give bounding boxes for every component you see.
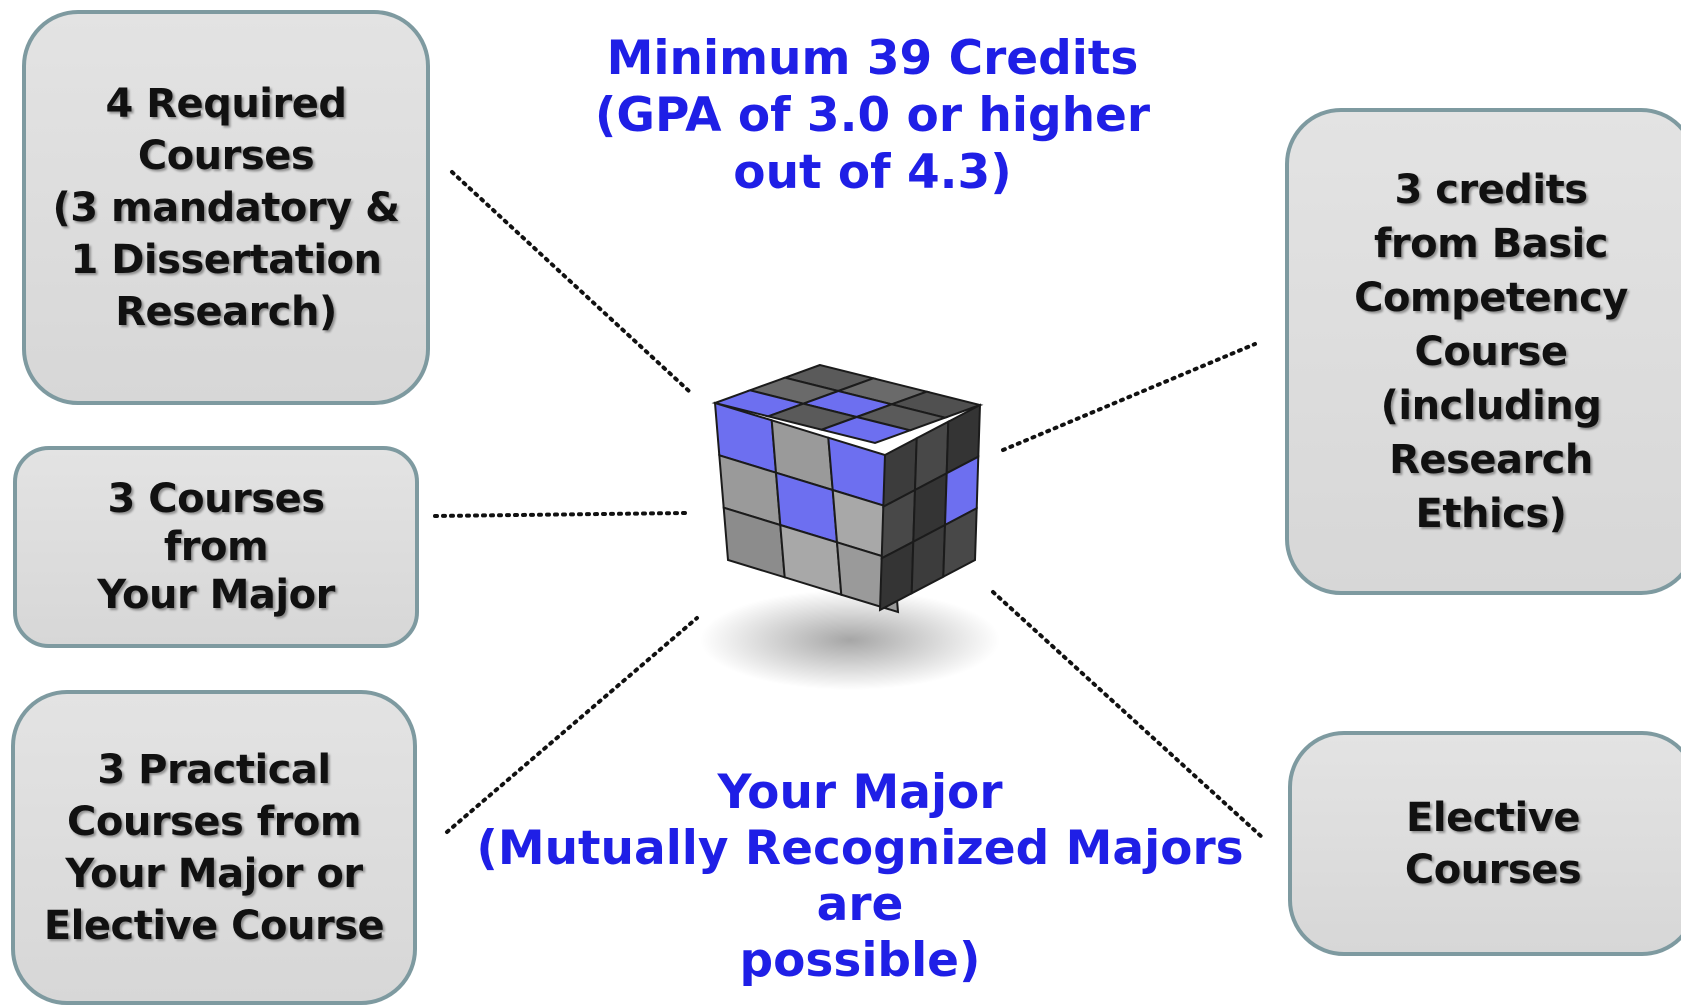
headline-top: Minimum 39 Credits (GPA of 3.0 or higher… [594,31,1151,200]
connector-basic [1001,342,1257,452]
box-basic-competency-text: 3 credits from Basic Competency Course (… [1354,166,1628,537]
connector-practical [445,616,699,834]
box-required-courses: 4 Required Courses (3 mandatory & 1 Diss… [22,10,430,405]
box-practical-courses-text: 3 Practical Courses from Your Major or E… [43,746,385,949]
box-basic-competency: 3 credits from Basic Competency Course (… [1285,108,1681,595]
box-elective-courses: Elective Courses [1288,731,1681,956]
box-major-courses-text: 3 Courses from Your Major [97,476,335,618]
box-major-courses: 3 Courses from Your Major [13,446,419,648]
box-practical-courses: 3 Practical Courses from Your Major or E… [11,690,417,1005]
connector-required [450,170,692,394]
connector-elective [991,590,1265,840]
headline-bottom: Your Major (Mutually Recognized Majors a… [476,765,1244,988]
cube-shadow [700,590,1000,690]
cube-right-cell [942,506,978,579]
cube-top-cell [818,415,914,445]
box-required-courses-text: 4 Required Courses (3 mandatory & 1 Diss… [52,80,400,335]
box-elective-courses-text: Elective Courses [1404,794,1582,893]
connector-major [433,511,687,518]
cube-body [711,363,984,614]
